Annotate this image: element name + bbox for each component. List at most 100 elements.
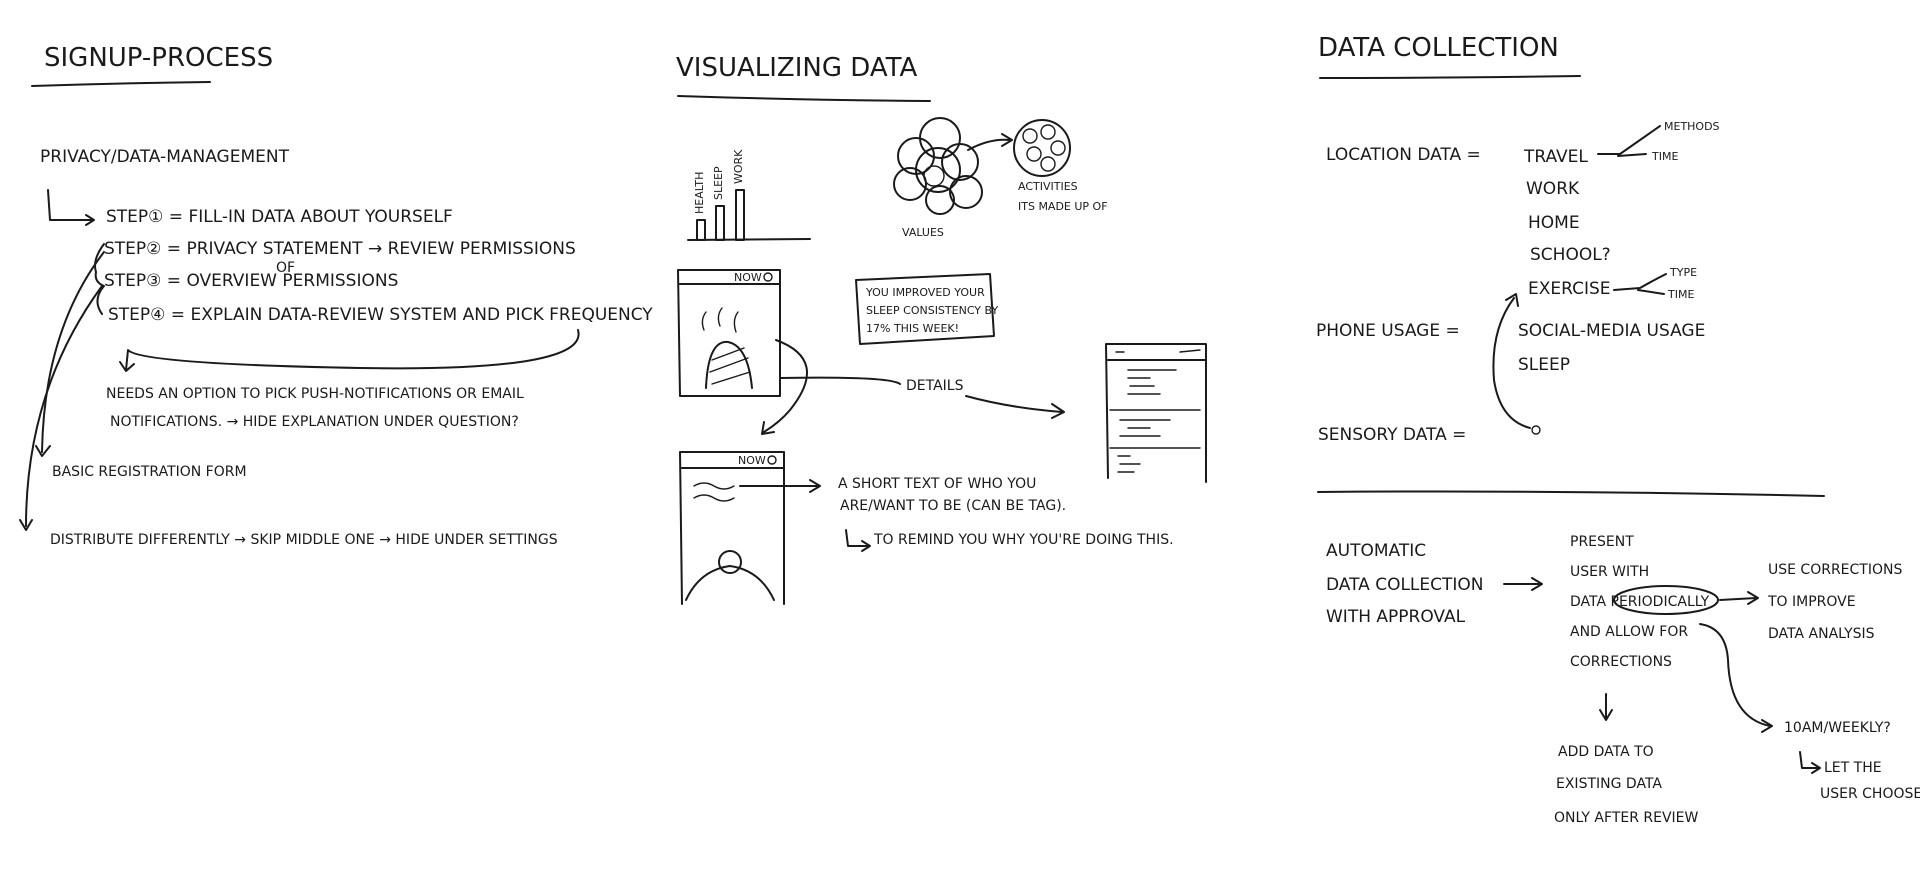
notice-line1: YOU IMPROVED YOUR — [865, 286, 985, 299]
visualizing-title-underline — [677, 95, 931, 102]
visualizing-title: VISUALIZING DATA — [676, 53, 917, 83]
activities-label-line2: ITS MADE UP OF — [1018, 200, 1108, 213]
exercise-label: EXERCISE — [1528, 279, 1611, 299]
step3-text: STEP③ = OVERVIEW PERMISSIONS — [104, 271, 398, 291]
use-line1: USE CORRECTIONS — [1768, 562, 1902, 578]
collection-divider — [1317, 490, 1825, 497]
automatic-to-present-arrow — [1503, 577, 1543, 591]
short-text-line1: A SHORT TEXT OF WHO YOU — [838, 476, 1036, 492]
phone-usage-label: PHONE USAGE = — [1316, 321, 1460, 341]
periodically-to-frequency-arrow — [1699, 623, 1773, 733]
present-line5: CORRECTIONS — [1570, 654, 1672, 670]
present-line3: DATA PERIODICALLY — [1570, 594, 1710, 610]
periodically-circle — [1613, 585, 1719, 615]
let-choose-arrow — [1799, 751, 1821, 774]
details-arrow — [965, 395, 1065, 419]
use-line2: TO IMPROVE — [1767, 594, 1856, 610]
travel-methods-label: METHODS — [1664, 120, 1720, 133]
distribute-text: DISTRIBUTE DIFFERENTLY → SKIP MIDDLE ONE… — [50, 532, 558, 548]
values-bubble-cluster — [893, 117, 983, 215]
sleep-label: SLEEP — [1518, 355, 1570, 375]
automatic-line1: AUTOMATIC — [1326, 541, 1426, 561]
phone1-to-details-line — [779, 376, 901, 385]
sensory-to-exercise-arrow — [1492, 293, 1531, 429]
phone1-to-phone2-arrow — [761, 339, 808, 435]
short-text-line2: ARE/WANT TO BE (CAN BE TAG). — [840, 498, 1066, 514]
sensory-data-label: SENSORY DATA = — [1318, 425, 1466, 445]
remind-text: TO REMIND YOU WHY YOU'RE DOING THIS. — [873, 532, 1174, 548]
signup-title: SIGNUP-PROCESS — [44, 43, 273, 73]
school-label: SCHOOL? — [1530, 245, 1611, 265]
bar-chart-baseline — [687, 238, 811, 241]
values-to-activities-arrow — [967, 133, 1013, 151]
add-line2: EXISTING DATA — [1556, 776, 1662, 792]
step1-arrow — [47, 189, 95, 226]
bar-sleep — [715, 205, 725, 241]
bar-chart-sketch: HEALTH SLEEP WORK — [687, 149, 811, 241]
travel-time-label: TIME — [1651, 150, 1678, 163]
bar-health — [696, 219, 706, 241]
let-line1: LET THE — [1824, 760, 1882, 776]
present-line1: PRESENT — [1570, 534, 1634, 550]
step4-text: STEP④ = EXPLAIN DATA-REVIEW SYSTEM AND P… — [108, 305, 653, 325]
location-data-label: LOCATION DATA = — [1326, 145, 1481, 165]
step2-text: STEP② = PRIVACY STATEMENT → REVIEW PERMI… — [104, 239, 576, 259]
phone-screen-sketch-1: NOW — [677, 269, 781, 397]
collection-title: DATA COLLECTION — [1318, 33, 1559, 63]
add-line3: ONLY AFTER REVIEW — [1554, 810, 1699, 826]
bar-label-sleep: SLEEP — [712, 166, 725, 200]
let-line2: USER CHOOSE? — [1820, 786, 1920, 802]
step4-loop-arrow — [119, 329, 580, 372]
phone1-header-icon — [763, 272, 773, 282]
frequency-text: 10AM/WEEKLY? — [1784, 720, 1891, 736]
phone2-text-squiggle — [693, 482, 735, 502]
phone2-header-icon — [767, 455, 777, 465]
present-line2: USER WITH — [1570, 564, 1649, 580]
steps-to-registration-arrow — [35, 251, 105, 457]
needs-option-line1: NEEDS AN OPTION TO PICK PUSH-NOTIFICATIO… — [106, 386, 524, 402]
travel-branch-lines — [1597, 125, 1661, 157]
needs-option-line2: NOTIFICATIONS. → HIDE EXPLANATION UNDER … — [110, 414, 519, 430]
bar-work — [735, 189, 745, 241]
add-line1: ADD DATA TO — [1558, 744, 1654, 760]
values-label: VALUES — [902, 226, 944, 239]
activities-bubble-cluster — [1013, 119, 1071, 177]
exercise-time-label: TIME — [1667, 288, 1694, 301]
steps-to-distribute-arrow — [19, 285, 103, 531]
remind-arrow — [845, 529, 871, 552]
collection-title-underline — [1319, 75, 1581, 79]
sensory-arrow-start — [1531, 425, 1541, 435]
phone-screen-sketch-detail — [1105, 343, 1207, 483]
notice-line3: 17% THIS WEEK! — [866, 322, 959, 335]
phone2-header-label: NOW — [738, 454, 766, 467]
details-label: DETAILS — [906, 378, 964, 394]
present-line4: AND ALLOW FOR — [1570, 624, 1688, 640]
activities-label-line1: ACTIVITIES — [1018, 180, 1078, 193]
social-media-label: SOCIAL-MEDIA USAGE — [1518, 321, 1705, 341]
improvement-notice-sketch: YOU IMPROVED YOUR SLEEP CONSISTENCY BY 1… — [855, 273, 998, 345]
work-label: WORK — [1526, 179, 1580, 199]
notice-line2: SLEEP CONSISTENCY BY — [866, 304, 998, 317]
automatic-line2: DATA COLLECTION — [1326, 575, 1484, 595]
automatic-line3: WITH APPROVAL — [1326, 607, 1466, 627]
phone-screen-sketch-2: NOW — [679, 451, 785, 605]
present-to-add-arrow — [1599, 693, 1613, 721]
present-to-use-arrow — [1719, 591, 1759, 605]
phone2-avatar-head — [718, 550, 742, 574]
exercise-type-label: TYPE — [1669, 266, 1697, 279]
basic-registration-text: BASIC REGISTRATION FORM — [52, 464, 247, 480]
phone1-hatching — [709, 347, 751, 385]
phone2-avatar-body — [685, 565, 775, 601]
privacy-subtitle: PRIVACY/DATA-MANAGEMENT — [40, 147, 290, 167]
exercise-branch-lines — [1613, 273, 1667, 295]
phone1-chart-shape — [705, 340, 753, 389]
phone2-to-text-arrow — [739, 479, 821, 493]
travel-label: TRAVEL — [1523, 147, 1588, 167]
step1-text: STEP① = FILL-IN DATA ABOUT YOURSELF — [106, 207, 453, 227]
signup-title-underline — [31, 81, 211, 87]
bar-label-health: HEALTH — [693, 172, 706, 214]
use-line3: DATA ANALYSIS — [1768, 626, 1875, 642]
step3-of-note: OF — [276, 260, 295, 276]
home-label: HOME — [1528, 213, 1580, 233]
